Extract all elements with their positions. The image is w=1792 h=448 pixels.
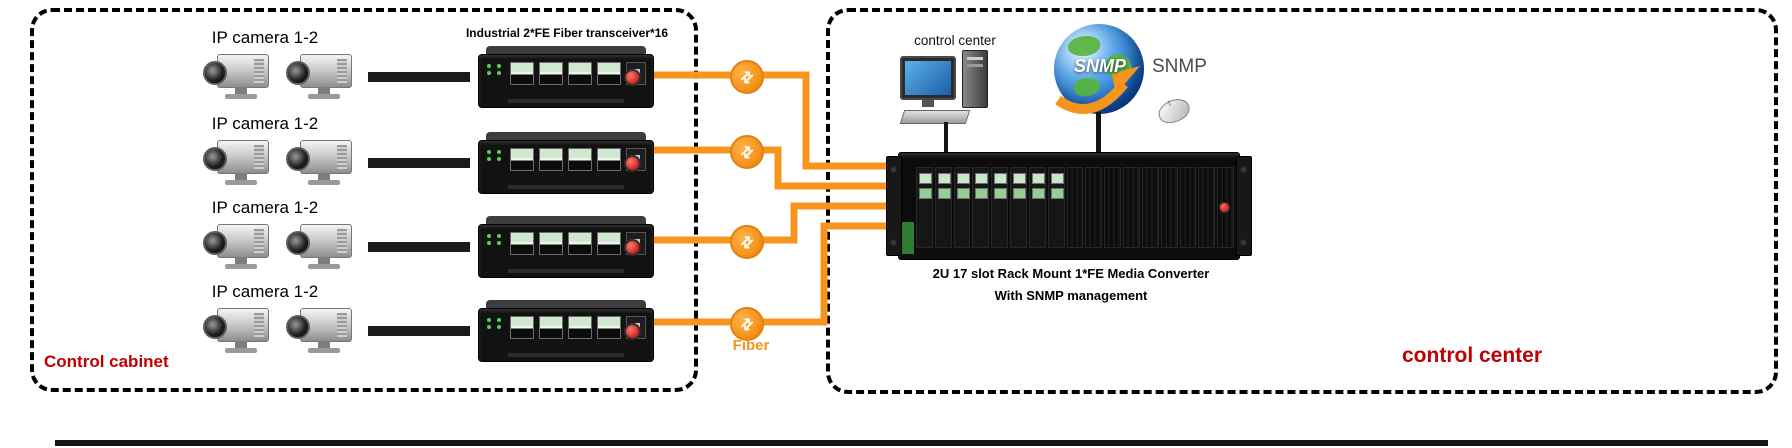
control-center-pc-label: control center xyxy=(914,33,996,48)
reset-button-icon xyxy=(624,155,641,172)
fiber-label: Fiber xyxy=(732,337,770,354)
camera-group-label: IP camera 1-2 xyxy=(211,114,319,133)
ip-camera-icon xyxy=(203,52,269,102)
empty-slot xyxy=(1085,167,1103,248)
fiber-connector-icon: ⇄ xyxy=(730,225,764,259)
fiber-transceiver-switch xyxy=(478,46,654,108)
camera-lens xyxy=(203,147,227,171)
ip-camera-icon xyxy=(286,306,352,356)
bottom-divider xyxy=(55,440,1768,446)
fiber-arrows-icon: ⇄ xyxy=(736,313,758,335)
empty-slot xyxy=(1123,167,1140,248)
copper-link xyxy=(368,158,470,168)
fiber-connector-icon: ⇄ xyxy=(730,60,764,94)
empty-slot xyxy=(1104,167,1122,248)
camera-group-label: IP camera 1-2 xyxy=(211,282,319,301)
rack-slots xyxy=(916,167,1235,248)
empty-slot xyxy=(1198,167,1216,248)
ip-camera-icon xyxy=(286,222,352,272)
ethernet-ports xyxy=(510,148,646,171)
screw-icon xyxy=(1240,166,1247,173)
camera-lens xyxy=(286,147,310,171)
rack-caption-line2: With SNMP management xyxy=(994,288,1148,303)
camera-lens xyxy=(203,231,227,255)
converter-card xyxy=(916,167,933,248)
camera-group-label: IP camera 1-2 xyxy=(211,28,319,47)
transceiver-label: Industrial 2*FE Fiber transceiver*16 xyxy=(465,26,669,40)
switch-leds xyxy=(487,318,503,329)
pc-tower-icon xyxy=(962,50,988,108)
snmp-globe-text: SNMP xyxy=(1073,56,1126,76)
converter-card xyxy=(1047,167,1065,248)
camera-lens xyxy=(286,231,310,255)
rack-media-converter xyxy=(886,152,1252,260)
fiber-connector-icon: ⇄ xyxy=(730,307,764,341)
camera-lens xyxy=(203,315,227,339)
converter-card xyxy=(972,167,990,248)
fiber-arrows-icon: ⇄ xyxy=(736,231,758,253)
switch-leds xyxy=(487,234,503,245)
converter-card xyxy=(1028,167,1046,248)
fiber-connector-icon: ⇄ xyxy=(730,135,764,169)
reset-button-icon xyxy=(624,69,641,86)
camera-lens xyxy=(286,315,310,339)
snmp-globe-icon: SNMP xyxy=(1048,22,1152,122)
reset-button-icon xyxy=(624,239,641,256)
screw-icon xyxy=(1240,239,1247,246)
ip-camera-icon xyxy=(203,306,269,356)
globe-to-rack-link xyxy=(1096,112,1101,154)
fiber-transceiver-switch xyxy=(478,216,654,278)
empty-slot xyxy=(1141,167,1159,248)
ip-camera-icon xyxy=(286,138,352,188)
control-center-pc-icon xyxy=(898,50,1006,130)
screw-icon xyxy=(890,166,897,173)
rack-pcb xyxy=(902,222,914,254)
fiber-transceiver-switch xyxy=(478,132,654,194)
converter-card xyxy=(953,167,971,248)
empty-slot xyxy=(1066,167,1084,248)
rack-ear xyxy=(1236,156,1252,256)
camera-lens xyxy=(203,61,227,85)
empty-slot xyxy=(1179,167,1197,248)
rack-caption-line1: 2U 17 slot Rack Mount 1*FE Media Convert… xyxy=(932,266,1210,281)
control-center-box xyxy=(826,8,1778,394)
keyboard-icon xyxy=(899,110,971,124)
fiber-arrows-icon: ⇄ xyxy=(736,141,758,163)
power-led-icon xyxy=(1219,202,1230,213)
fiber-arrows-icon: ⇄ xyxy=(736,66,758,88)
switch-leds xyxy=(487,64,503,75)
ip-camera-icon xyxy=(286,52,352,102)
converter-card xyxy=(934,167,952,248)
camera-lens xyxy=(286,61,310,85)
ip-camera-icon xyxy=(203,138,269,188)
reset-button-icon xyxy=(624,323,641,340)
control-center-title: control center xyxy=(1402,344,1543,367)
copper-link xyxy=(368,242,470,252)
pc-to-rack-link xyxy=(944,122,948,154)
monitor-icon xyxy=(900,56,956,100)
empty-slot xyxy=(1160,167,1178,248)
rack-ear xyxy=(886,156,902,256)
control-cabinet-box xyxy=(30,8,698,392)
control-cabinet-title: Control cabinet xyxy=(44,352,169,371)
fiber-transceiver-switch xyxy=(478,300,654,362)
screw-icon xyxy=(890,239,897,246)
switch-leds xyxy=(487,150,503,161)
copper-link xyxy=(368,326,470,336)
snmp-swoosh-arrow-icon xyxy=(1055,66,1140,114)
converter-card xyxy=(1010,167,1027,248)
ip-camera-icon xyxy=(203,222,269,272)
snmp-label: SNMP xyxy=(1152,56,1207,77)
camera-group-label: IP camera 1-2 xyxy=(211,198,319,217)
converter-card xyxy=(991,167,1009,248)
copper-link xyxy=(368,72,470,82)
